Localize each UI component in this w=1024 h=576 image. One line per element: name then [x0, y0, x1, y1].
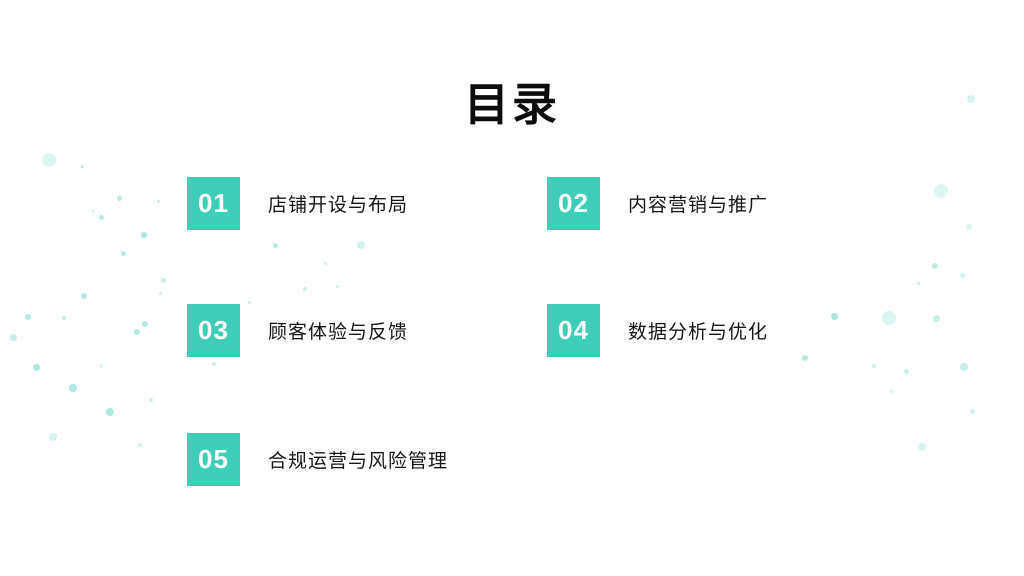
decor-dot — [142, 321, 148, 327]
decor-dot — [357, 241, 365, 249]
decor-dot — [98, 214, 104, 220]
decor-dot — [9, 333, 17, 341]
decor-dot — [934, 184, 948, 198]
decor-dot — [830, 312, 838, 320]
toc-item-number: 01 — [198, 188, 229, 218]
decor-dot — [158, 291, 162, 295]
decor-dot — [969, 408, 975, 414]
decor-dot — [303, 287, 307, 291]
decor-dot — [116, 195, 122, 201]
decor-dot — [92, 210, 94, 212]
toc-item-04[interactable]: 04 数据分析与优化 — [547, 304, 768, 357]
toc-item-number: 03 — [198, 315, 229, 345]
decor-dot — [106, 408, 114, 416]
decor-dot — [81, 293, 87, 299]
decor-dot — [120, 250, 126, 256]
decor-dot — [212, 362, 216, 366]
toc-item-01[interactable]: 01 店铺开设与布局 — [187, 177, 408, 230]
decor-dot — [141, 232, 147, 238]
toc-item-number: 04 — [558, 315, 589, 345]
decor-dot — [99, 364, 103, 368]
decor-dot — [932, 263, 938, 269]
decor-dot — [80, 164, 84, 168]
decor-dot — [802, 355, 808, 361]
toc-item-number-box: 02 — [547, 177, 600, 230]
decor-dot — [960, 363, 968, 371]
toc-item-05[interactable]: 05 合规运营与风险管理 — [187, 433, 448, 486]
toc-item-label: 店铺开设与布局 — [268, 195, 409, 216]
decor-dot — [25, 314, 31, 320]
toc-item-number-box: 03 — [187, 304, 240, 357]
decor-dot — [134, 329, 140, 335]
decor-dot — [932, 314, 940, 322]
page-title: 目录 — [463, 79, 560, 131]
decor-dot — [69, 384, 77, 392]
decor-dot — [160, 277, 166, 283]
decor-dot — [967, 95, 975, 103]
toc-item-number: 05 — [198, 444, 229, 474]
decor-dot — [42, 153, 56, 167]
decor-dot — [959, 272, 965, 278]
decor-dot — [323, 261, 327, 265]
decor-dot — [49, 433, 57, 441]
toc-item-number-box: 05 — [187, 433, 240, 486]
toc-item-03[interactable]: 03 顾客体验与反馈 — [187, 304, 408, 357]
decor-dot — [882, 311, 896, 325]
toc-item-label: 数据分析与优化 — [628, 322, 769, 343]
decor-dot — [138, 443, 142, 447]
decor-dot — [272, 242, 278, 248]
toc-item-number-box: 01 — [187, 177, 240, 230]
toc-item-02[interactable]: 02 内容营销与推广 — [547, 177, 768, 230]
decor-dot — [889, 389, 893, 393]
decor-dot — [872, 364, 876, 368]
decor-dot — [149, 398, 153, 402]
toc-item-label: 顾客体验与反馈 — [268, 322, 409, 343]
toc-item-label: 内容营销与推广 — [628, 195, 769, 216]
decor-dot — [918, 443, 926, 451]
decor-dot — [916, 281, 920, 285]
decor-dot — [156, 199, 160, 203]
decor-dot — [32, 363, 40, 371]
toc-item-number-box: 04 — [547, 304, 600, 357]
decor-dot — [247, 300, 251, 304]
decor-dot — [903, 368, 909, 374]
toc-item-label: 合规运营与风险管理 — [268, 451, 449, 472]
decor-dot — [335, 284, 339, 288]
decor-dot — [966, 224, 972, 230]
toc-item-number: 02 — [558, 188, 589, 218]
decor-dot — [62, 316, 66, 320]
